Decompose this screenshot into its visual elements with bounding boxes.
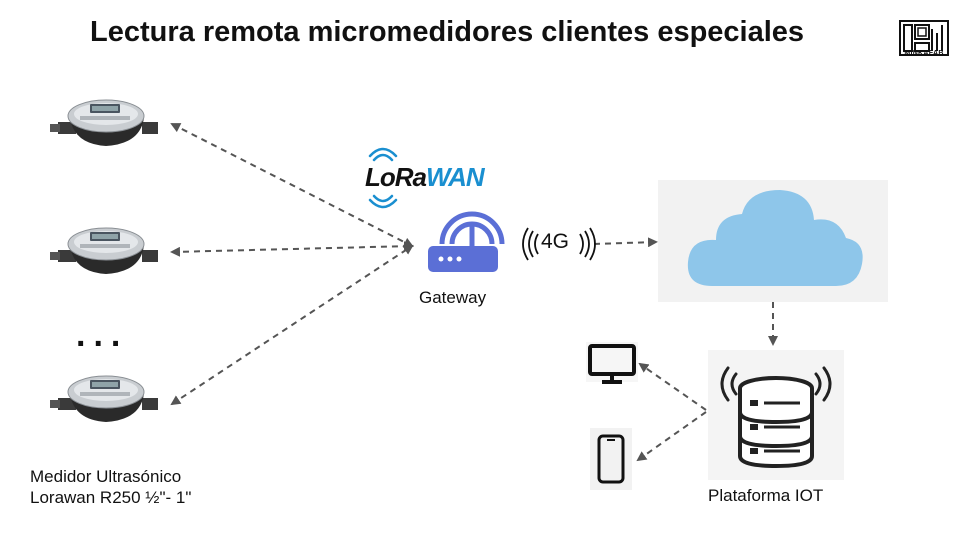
lorawan-logo-part1: LoRa bbox=[365, 162, 427, 192]
page-title: Lectura remota micromedidores clientes e… bbox=[90, 16, 805, 48]
link-gateway-cloud bbox=[593, 237, 658, 248]
minkafab-logo bbox=[899, 20, 949, 56]
logo-text: MINKAFAB bbox=[904, 50, 944, 57]
more-meters-ellipsis: ... bbox=[76, 316, 129, 354]
gateway-label: Gateway bbox=[419, 288, 487, 307]
link-meter2-gateway bbox=[170, 241, 414, 257]
smartphone-icon bbox=[590, 428, 632, 490]
meter-label-line2: Lorawan R250 ½"- 1" bbox=[30, 488, 192, 507]
water-meter-2-icon bbox=[49, 227, 159, 275]
network-badge: 4G bbox=[541, 230, 570, 253]
water-meter-1-icon bbox=[49, 99, 159, 147]
lorawan-signal-icon bbox=[368, 147, 398, 209]
link-platform-phone bbox=[636, 411, 707, 462]
cloud-icon bbox=[658, 180, 888, 302]
water-meter-3-icon bbox=[49, 375, 159, 423]
link-meter1-gateway bbox=[170, 123, 414, 247]
4g-signal-icon bbox=[522, 227, 596, 261]
lorawan-logo: LoRaWAN bbox=[365, 162, 485, 193]
link-platform-monitor bbox=[638, 362, 707, 411]
lorawan-logo-part2: WAN bbox=[426, 162, 485, 192]
gateway-router-icon bbox=[428, 211, 505, 272]
server-database-icon bbox=[708, 350, 844, 480]
platform-label: Plataforma IOT bbox=[708, 486, 824, 505]
meter-label-line1: Medidor Ultrasónico bbox=[30, 467, 182, 486]
meter-label: Medidor Ultrasónico Lorawan R250 ½"- 1" bbox=[30, 466, 191, 508]
monitor-icon bbox=[586, 342, 638, 384]
link-meter3-gateway bbox=[170, 244, 414, 406]
